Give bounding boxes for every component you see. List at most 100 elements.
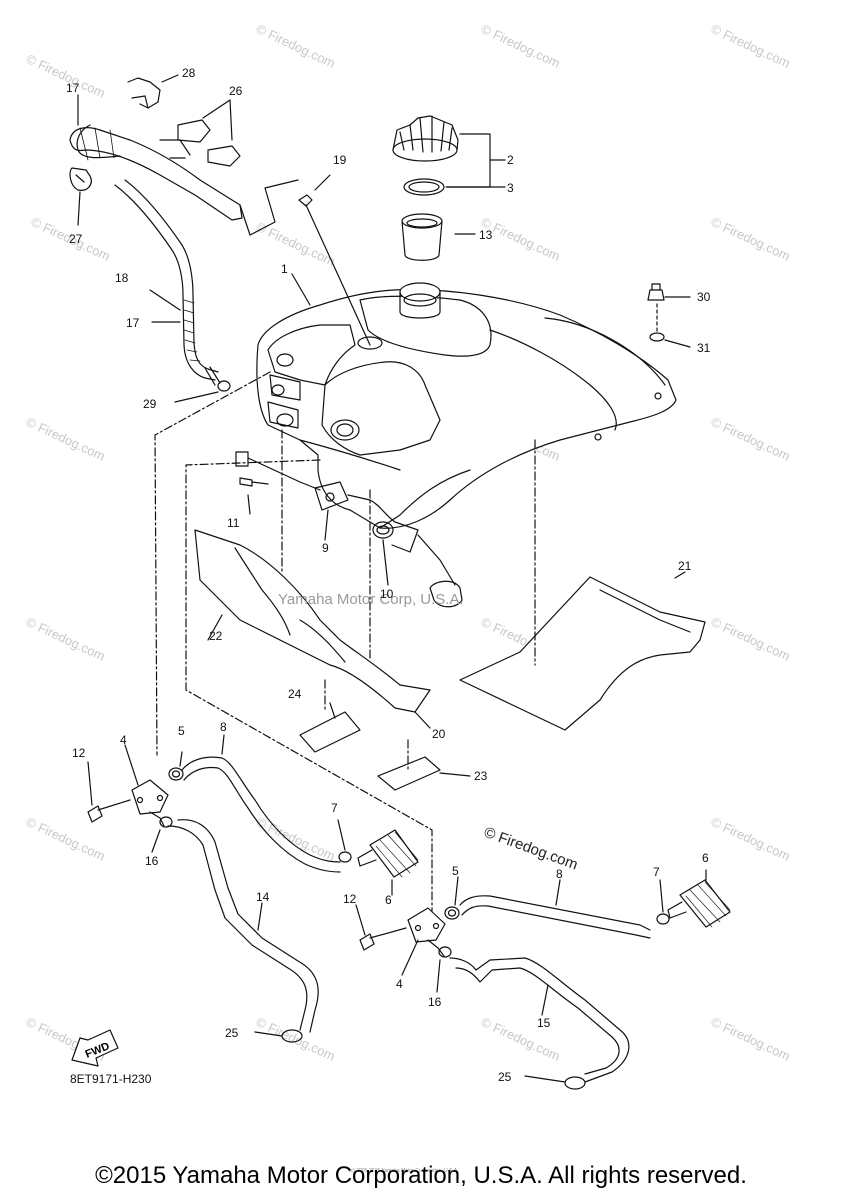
callout-16: 16 — [145, 854, 159, 868]
callout-2: 2 — [507, 153, 514, 167]
callout-17: 17 — [126, 316, 140, 330]
callout-3: 3 — [507, 181, 514, 195]
plate-23 — [377, 756, 441, 791]
breather-hose — [69, 124, 299, 236]
reference-lines — [154, 371, 536, 916]
leader-4-right — [401, 939, 419, 976]
callout-30: 30 — [697, 290, 711, 304]
callout-9: 9 — [322, 541, 329, 555]
clamp-16-left — [151, 816, 173, 853]
watermark: © Firedog.com — [254, 1014, 338, 1064]
leader-20 — [414, 711, 431, 729]
callout-20: 20 — [432, 727, 446, 741]
leader-5-left — [179, 751, 183, 767]
watermark: © Firedog.com — [709, 1014, 793, 1064]
callout-7: 7 — [331, 801, 338, 815]
leader-4-left — [124, 744, 139, 786]
callout-10: 10 — [380, 587, 394, 601]
bolt-12-right — [359, 927, 407, 951]
watermark: © Firedog.com — [709, 414, 793, 464]
callout-12: 12 — [343, 892, 357, 906]
bolt-12-left — [87, 799, 131, 823]
leader-1 — [291, 273, 311, 306]
hose-14 — [167, 819, 319, 1033]
callout-12: 12 — [72, 746, 86, 760]
leader-12-left — [87, 761, 93, 806]
watermark: © Firedog.com — [479, 21, 563, 71]
fuel-tank — [256, 288, 677, 529]
callout-22: 22 — [209, 629, 223, 643]
leader-10 — [382, 539, 389, 586]
drawing-code: 8ET9171-H230 — [70, 1072, 152, 1086]
callout-19: 19 — [333, 153, 347, 167]
fuel-strainer — [401, 213, 443, 261]
clip-28 — [127, 74, 179, 109]
callout-8: 8 — [220, 720, 227, 734]
fuel-cap — [392, 115, 459, 162]
callout-21: 21 — [678, 559, 692, 573]
leader-18 — [149, 289, 181, 311]
fine-print: (c) 2005-2015 Yamaha Motor Corporation, … — [349, 1168, 459, 1174]
watermark: © Firedog.com — [254, 21, 338, 71]
protector-21 — [459, 576, 706, 731]
hose-8-right — [459, 895, 651, 939]
leader-14 — [257, 902, 263, 931]
breather-pipe-18 — [114, 179, 194, 296]
callout-13: 13 — [479, 228, 493, 242]
leader-24 — [329, 702, 336, 719]
watermark: © Firedog.com — [24, 614, 108, 664]
callout-26: 26 — [229, 84, 243, 98]
watermark-yamaha: Yamaha Motor Corp, U.S.A. — [278, 591, 464, 608]
leader-8-left — [221, 734, 225, 755]
callout-1: 1 — [281, 262, 288, 276]
forward-arrow — [71, 1029, 119, 1067]
clamp-7-left — [337, 819, 352, 863]
fuel-filter-right — [667, 869, 731, 928]
callout-27: 27 — [69, 232, 83, 246]
leader-12-right — [355, 904, 366, 936]
callout-15: 15 — [537, 1016, 551, 1030]
clips-26 — [177, 99, 241, 167]
leader-23 — [439, 772, 471, 777]
callout-28: 28 — [182, 66, 196, 80]
cap-gasket — [403, 178, 445, 196]
callout-17: 17 — [66, 81, 80, 95]
callout-24: 24 — [288, 687, 302, 701]
watermark: © Firedog.com — [254, 814, 338, 864]
fuel-cock-right — [407, 907, 446, 957]
filler-neck — [399, 282, 441, 319]
copyright-footer: ©2015 Yamaha Motor Corporation, U.S.A. A… — [95, 1162, 747, 1189]
breather-pipe-17 — [182, 294, 221, 386]
protector-22 — [194, 529, 431, 713]
clamp-7-right — [656, 879, 670, 925]
watermark-layer: © Firedog.com © Firedog.com © Firedog.co… — [24, 21, 793, 1064]
callout-8: 8 — [556, 867, 563, 881]
leader-21 — [674, 571, 686, 579]
callout-11: 11 — [227, 516, 240, 530]
clamp-25-right — [524, 1075, 586, 1090]
leader-15 — [541, 984, 549, 1016]
callout-4: 4 — [396, 977, 403, 991]
callout-16: 16 — [428, 995, 442, 1009]
plate-24 — [299, 711, 361, 753]
callout-23: 23 — [474, 769, 488, 783]
watermark: © Firedog.com — [709, 814, 793, 864]
leader-11 — [247, 494, 251, 515]
callout-31: 31 — [697, 341, 711, 355]
bolt-30 — [647, 283, 691, 301]
callout-4: 4 — [120, 733, 127, 747]
callout-25: 25 — [498, 1070, 512, 1084]
bolt-19 — [298, 194, 371, 346]
watermark: © Firedog.com — [709, 21, 793, 71]
watermark: © Firedog.com — [24, 814, 108, 864]
clamp-16-right — [436, 946, 452, 993]
callout-6: 6 — [702, 851, 709, 865]
fuel-cock-left — [131, 779, 169, 827]
watermark: © Firedog.com — [709, 614, 793, 664]
clamp-25-left — [254, 1029, 303, 1043]
washer-31 — [649, 332, 691, 348]
leader-22 — [207, 614, 223, 641]
clip-27 — [69, 167, 92, 226]
fuel-sender-assembly — [235, 451, 463, 608]
